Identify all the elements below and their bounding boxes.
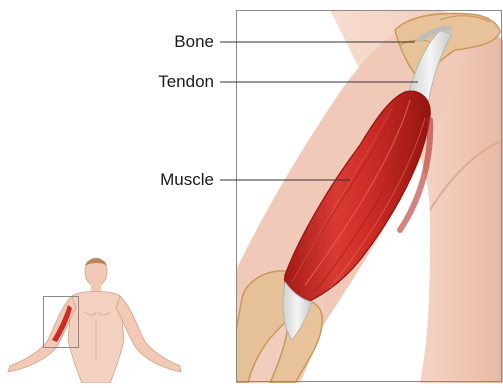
bone-label: Bone <box>148 32 214 52</box>
body-thumbnail <box>8 258 181 383</box>
muscle-label: Muscle <box>130 170 214 190</box>
tendon-label: Tendon <box>130 72 214 92</box>
zoom-panel <box>236 3 503 383</box>
